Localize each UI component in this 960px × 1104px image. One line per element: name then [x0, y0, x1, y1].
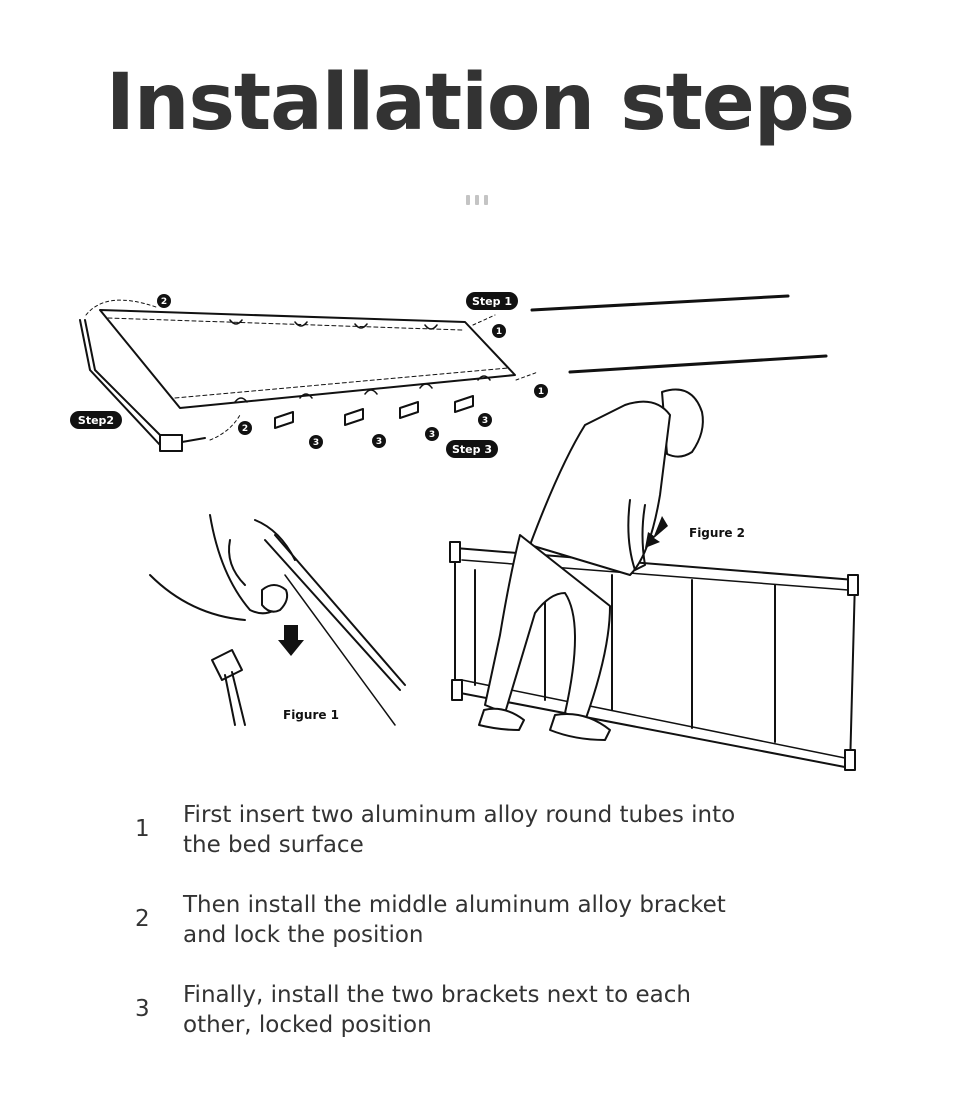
step-text: Then install the middle aluminum alloy b… [183, 892, 726, 948]
figure-1-label: Figure 1 [283, 708, 339, 722]
bed-surface-drawing [79, 299, 539, 452]
figure-2-label: Figure 2 [689, 526, 745, 540]
step2-badge: Step2 [70, 411, 122, 429]
step3-badge: Step 3 [446, 440, 498, 458]
svg-text:3: 3 [313, 438, 319, 448]
svg-text:2: 2 [161, 297, 167, 307]
divider-marks [466, 190, 496, 205]
svg-text:3: 3 [376, 437, 382, 447]
figure-2-drawing [449, 388, 859, 771]
svg-text:Step2: Step2 [78, 414, 114, 427]
marker-3a: 3 [309, 435, 323, 449]
step-number: 1 [135, 816, 150, 842]
installation-diagram: Step 1 Step2 Step 3 1 1 2 2 3 3 3 3 Figu… [70, 292, 859, 771]
aluminum-tubes-drawing [530, 294, 828, 374]
list-item: 1 First insert two aluminum alloy round … [0, 800, 960, 870]
marker-2a: 2 [157, 294, 171, 308]
marker-1a: 1 [492, 324, 506, 338]
svg-text:2: 2 [242, 424, 248, 434]
step-number: 2 [135, 906, 150, 932]
svg-text:3: 3 [482, 416, 488, 426]
marker-3c: 3 [425, 427, 439, 441]
svg-text:Step 3: Step 3 [452, 443, 492, 456]
step1-badge: Step 1 [466, 292, 518, 310]
svg-text:1: 1 [538, 387, 544, 397]
marker-2b: 2 [238, 421, 252, 435]
list-item: 2 Then install the middle aluminum alloy… [0, 890, 960, 960]
list-item: 3 Finally, install the two brackets next… [0, 980, 960, 1050]
svg-text:Step 1: Step 1 [472, 295, 512, 308]
svg-text:3: 3 [429, 430, 435, 440]
step-text: Finally, install the two brackets next t… [183, 982, 691, 1038]
svg-text:1: 1 [496, 327, 502, 337]
marker-3b: 3 [372, 434, 386, 448]
marker-1b: 1 [534, 384, 548, 398]
step-number: 3 [135, 996, 150, 1022]
figure-1-drawing [149, 514, 406, 726]
page-title: Installation steps [105, 58, 855, 148]
step-text: First insert two aluminum alloy round tu… [183, 802, 736, 858]
marker-3d: 3 [478, 413, 492, 427]
